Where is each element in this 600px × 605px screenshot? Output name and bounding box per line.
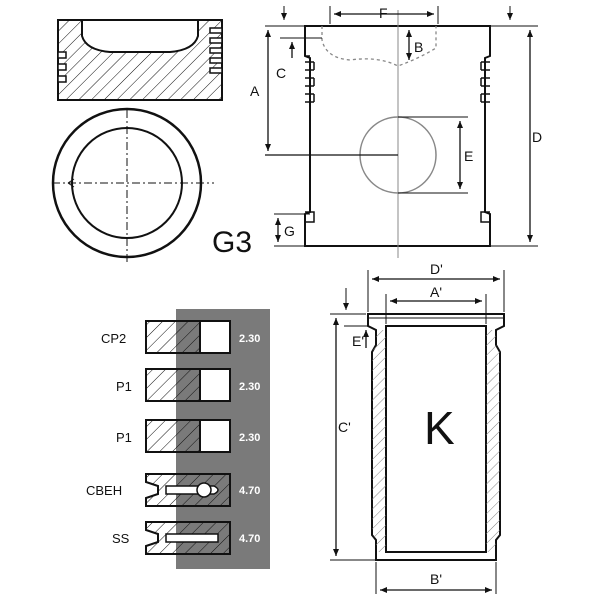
liner-dimensions: D' A' C' E' B'	[330, 261, 505, 594]
dimension-label-d: D	[532, 129, 542, 145]
ring-name-2: P1	[116, 379, 132, 394]
liner-dimension-label-b: B'	[430, 571, 442, 587]
dimension-label-g: G	[284, 223, 295, 239]
ring-ss-profile	[145, 521, 231, 555]
ring-cbeh-profile	[145, 473, 231, 507]
piston-dimensions: A C F B D E G	[250, 5, 542, 247]
ring-value-4: 4.70	[239, 485, 260, 497]
liner-dimension-label-d: D'	[430, 261, 443, 277]
liner-dimension-label-a: A'	[430, 284, 442, 300]
ring-name-4: CBEH	[86, 483, 122, 498]
piston-top-view	[51, 107, 214, 262]
dimension-label-c: C	[276, 65, 286, 81]
ring-set: CP2 P1 P1 CBEH SS 2.30 2.30 2.30 4.70 4.…	[86, 309, 270, 569]
dimension-label-f: F	[379, 5, 388, 21]
ring-value-1: 2.30	[239, 333, 260, 345]
liner-dimension-label-c: C'	[338, 419, 351, 435]
ring-value-3: 2.30	[239, 432, 260, 444]
ring-name-5: SS	[112, 531, 130, 546]
dimension-label-e: E	[464, 148, 473, 164]
liner-dimension-label-e: E'	[352, 333, 364, 349]
dimension-label-b: B	[414, 39, 423, 55]
ring-value-2: 2.30	[239, 381, 260, 393]
ring-name-3: P1	[116, 430, 132, 445]
ring-p1-profile-second	[145, 419, 231, 453]
cylinder-liner	[367, 313, 505, 561]
ring-cp2-profile	[145, 320, 231, 354]
piston-code-label: G3	[212, 226, 252, 259]
ring-p1-profile	[145, 368, 231, 402]
ring-value-5: 4.70	[239, 533, 260, 545]
liner-code-label: K	[424, 402, 455, 454]
piston-section-view	[57, 19, 223, 101]
dimension-label-a: A	[250, 83, 260, 99]
piston-side-view	[265, 10, 491, 258]
ring-name-1: CP2	[101, 331, 126, 346]
